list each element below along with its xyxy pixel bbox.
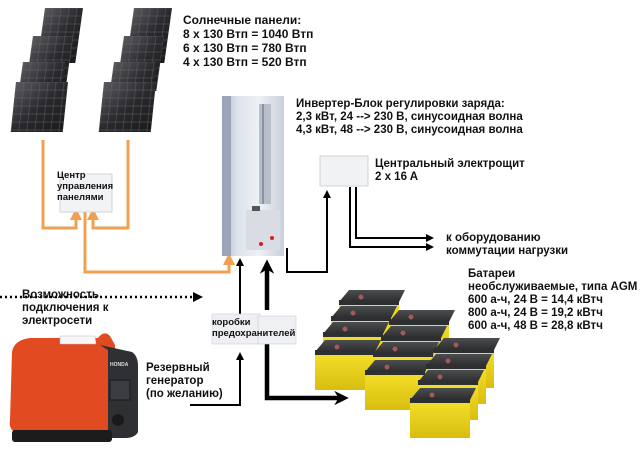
solar-wiring (41, 140, 235, 274)
batteries-line: 600 а-ч, 48 В = 28,8 кВтч (468, 320, 603, 332)
generator: HONDA (9, 333, 138, 442)
solar-panel-array-right (98, 8, 172, 132)
inverter-unit (222, 96, 284, 256)
grid-connection-label: Возможность подключения к электросети (22, 289, 108, 328)
inverter-label: Инвертер-Блок регулировки заряда: 2,3 кВ… (296, 98, 523, 137)
panel-controller-line: Центр (57, 170, 86, 181)
generator-line: генератор (146, 375, 204, 387)
generator-line: Резервный (146, 362, 210, 374)
inverter-line: 2,3 кВт, 24 --> 230 В, синусоидная волна (296, 111, 523, 123)
inverter-title: Инвертер-Блок регулировки заряда: (296, 98, 505, 110)
load-output-line: коммутации нагрузки (446, 245, 569, 257)
battery-bank (315, 290, 500, 438)
batteries-subtitle: необслуживаемые, типа AGM (468, 281, 638, 293)
generator-brand: HONDA (110, 362, 129, 368)
batteries-line: 600 а-ч, 24 В = 14,4 кВтч (468, 294, 603, 306)
solar-panels-title: Солнечные панели: (183, 13, 302, 27)
batteries-title: Батареи (468, 268, 516, 280)
distribution-board-box (319, 155, 369, 187)
fuse-boxes-line: предохранителей (212, 328, 296, 339)
solar-panels-label: Солнечные панели: 8 x 130 Втп = 1040 Втп… (183, 13, 313, 69)
load-output-label: к оборудованию коммутации нагрузки (446, 232, 568, 258)
distribution-board-rating: 2 x 16 A (375, 171, 419, 183)
grid-connection-line: электросети (22, 315, 93, 327)
distribution-board-title: Центральный электрощит (375, 158, 525, 170)
solar-panels-line: 8 x 130 Втп = 1040 Втп (183, 27, 314, 41)
generator-label: Резервный генератор (по желанию) (146, 362, 223, 401)
distribution-board-label: Центральный электрощит 2 x 16 A (375, 158, 525, 184)
panel-controller-box (59, 173, 113, 213)
solar-panels-line: 6 x 130 Втп = 780 Втп (183, 41, 307, 55)
fuse-boxes-line: коробки (212, 317, 251, 328)
solar-panel-array-left (10, 8, 83, 132)
dc-wiring (0, 187, 434, 406)
inverter-line: 4,3 кВт, 48 --> 230 В, синусоидная волна (296, 124, 523, 136)
fuse-boxes-label: коробки предохранителей (212, 317, 295, 339)
panel-controller-line: панелями (57, 192, 104, 203)
fuse-box-right (257, 315, 297, 345)
grid-connection-line: подключения к (22, 302, 109, 314)
grid-connection-line: Возможность (22, 289, 99, 301)
batteries-label: Батареи необслуживаемые, типа AGM 600 а-… (468, 268, 637, 333)
panel-controller-label: Центр управления панелями (57, 170, 113, 203)
batteries-line: 800 а-ч, 24 В = 19,2 кВтч (468, 307, 603, 319)
battery (410, 388, 476, 438)
panel-controller-line: управления (57, 181, 114, 192)
generator-line: (по желанию) (146, 388, 223, 400)
solar-panels-line: 4 x 130 Втп = 520 Втп (183, 55, 307, 69)
load-output-line: к оборудованию (446, 232, 541, 244)
